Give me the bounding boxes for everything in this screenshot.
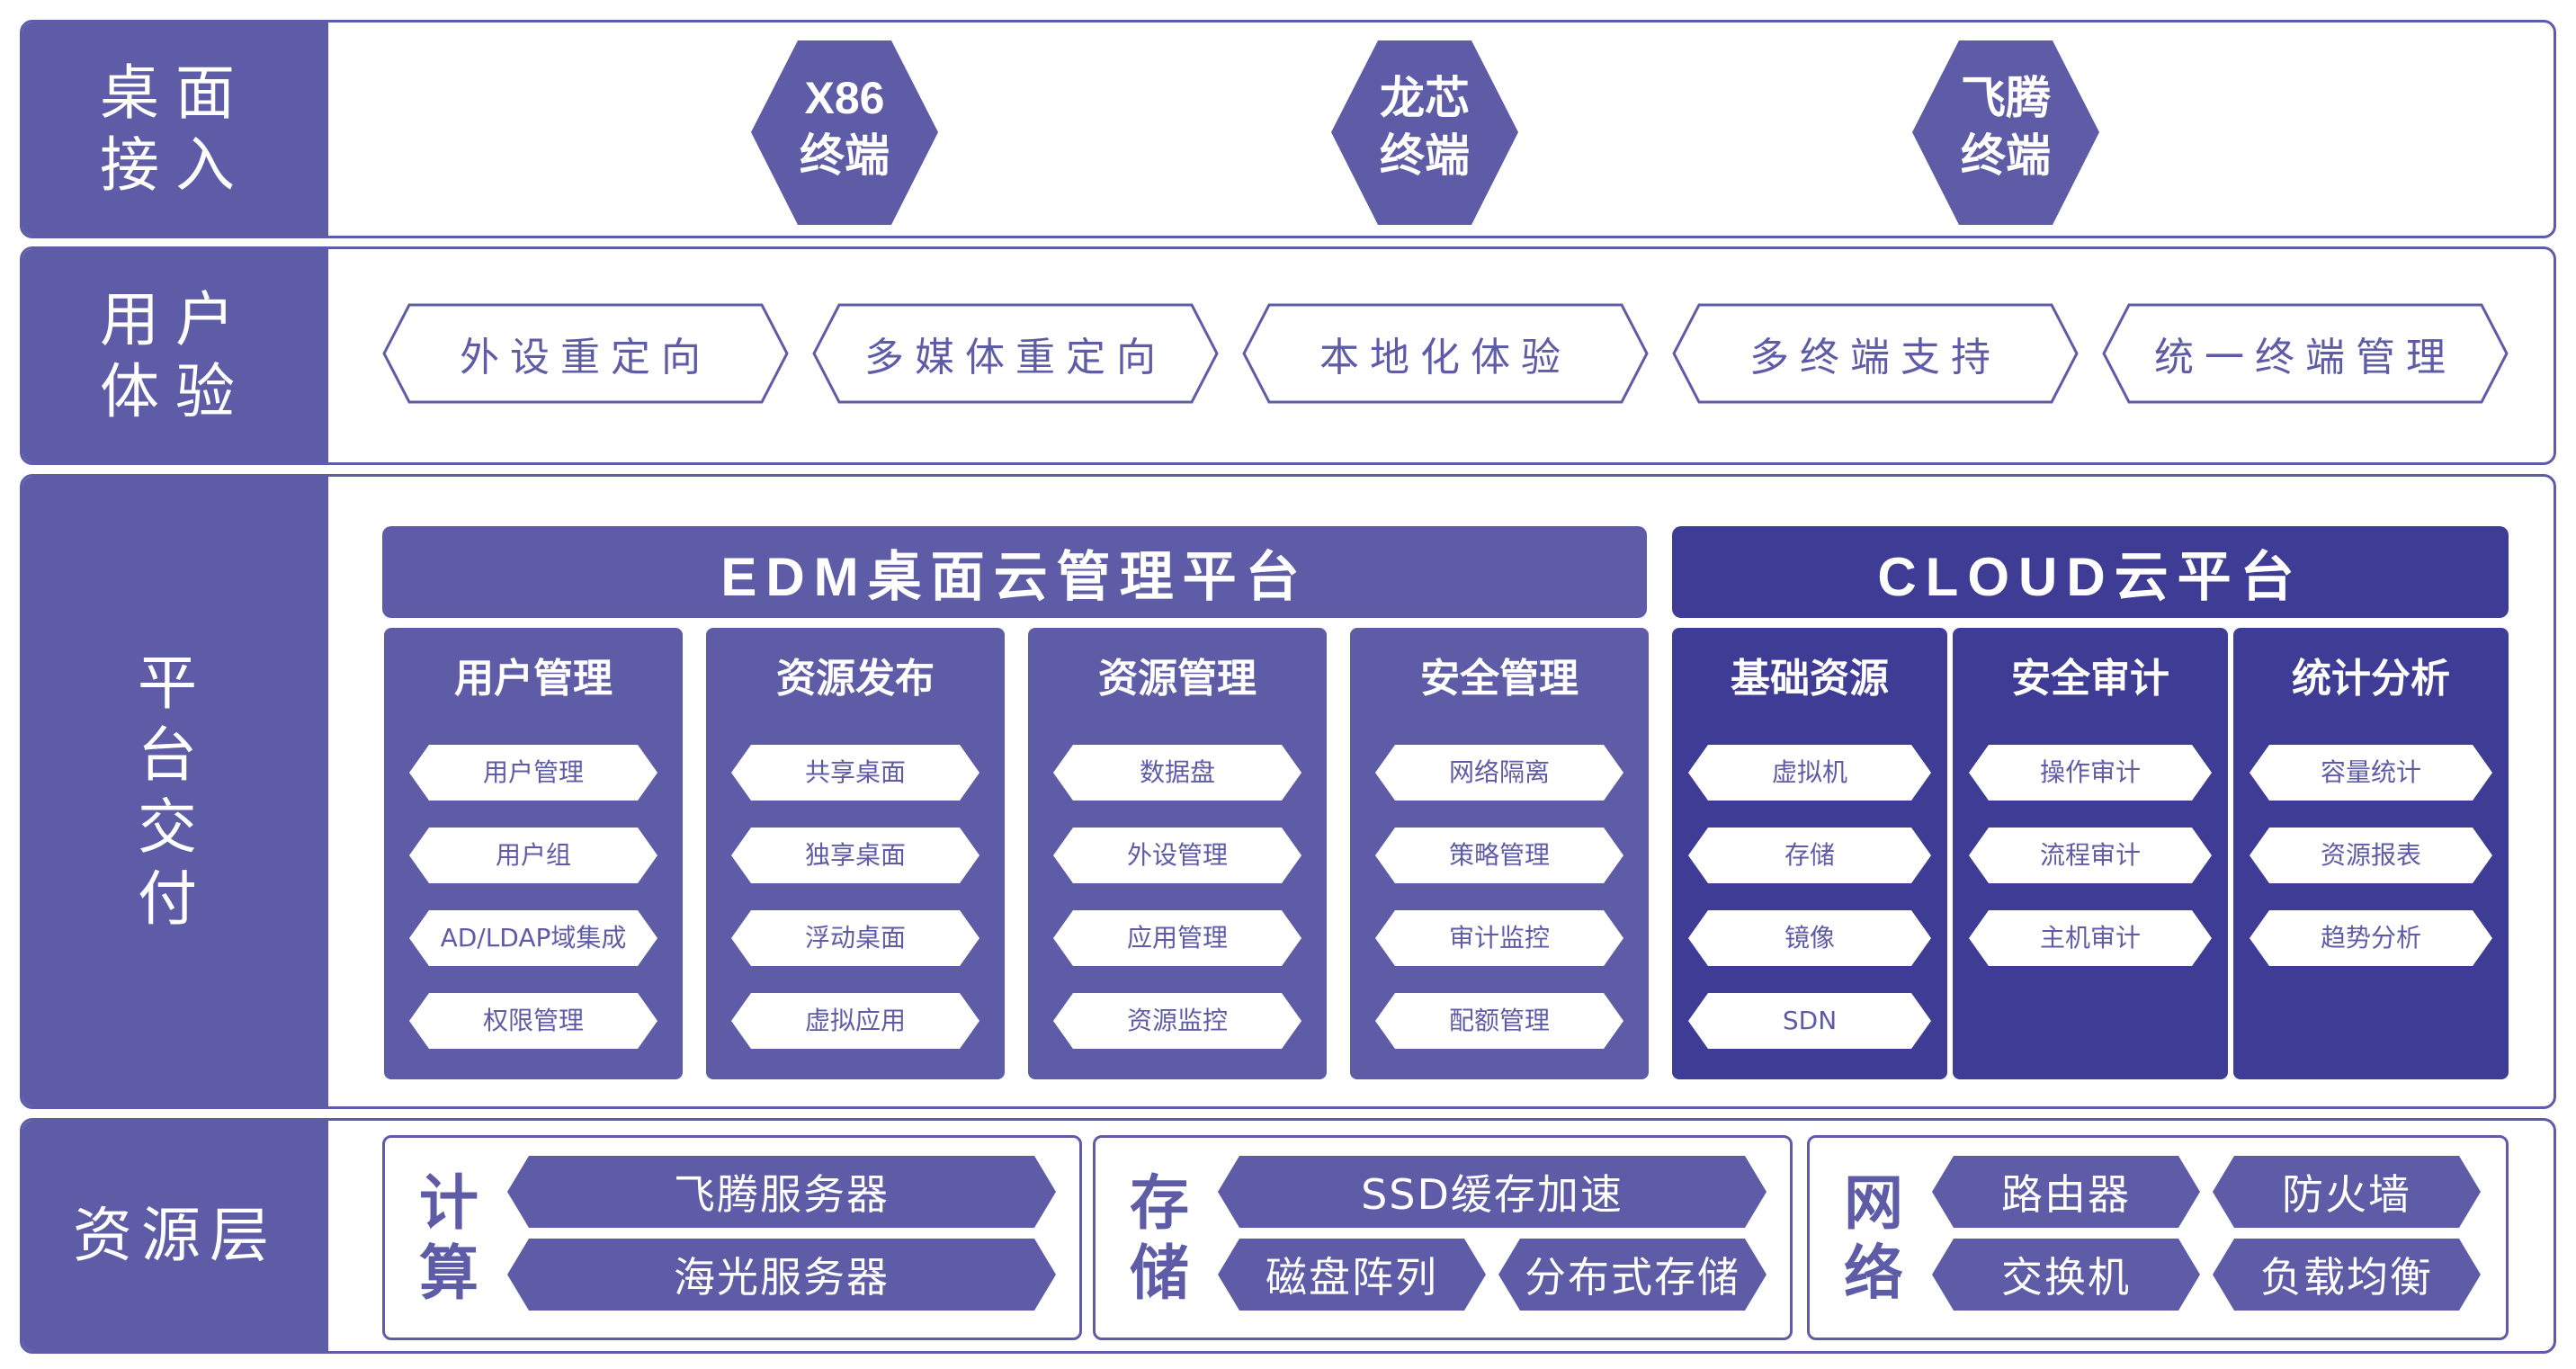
compute-item: 海光服务器 [507,1239,1056,1311]
cloud-column-security-audit: 安全审计 操作审计 流程审计 主机审计 [1953,628,2228,1079]
column-title: 安全审计 [2011,657,2169,701]
desktop-access-header: 桌面 接入 [22,22,328,236]
ux-item: 多媒体重定向 [812,303,1219,404]
feature-pill: 数据盘 [1053,745,1301,801]
resource-layer-header: 资源层 [22,1121,328,1351]
terminal-loongson: 龙芯 终端 [1331,40,1518,225]
feature-pill: 主机审计 [1969,910,2212,966]
ux-item-label: 本地化体验 [1319,335,1571,380]
resource-layer-title: 资源层 [73,1201,278,1270]
feature-pill: 虚拟应用 [731,993,979,1049]
feature-pill: 独享桌面 [731,828,979,883]
ux-item: 本地化体验 [1242,303,1649,404]
feature-pill: 应用管理 [1053,910,1301,966]
compute-label: 计 算 [419,1169,479,1306]
network-item: 交换机 [1932,1239,2200,1311]
platform-delivery-header: 平 台 交 付 [22,477,328,1106]
ux-item-label: 多终端支持 [1749,335,2001,380]
terminal-label: X86 终端 [800,73,890,181]
user-experience-header: 用户 体验 [22,249,328,462]
feature-pill: 趋势分析 [2250,910,2492,966]
feature-pill: 配额管理 [1375,993,1623,1049]
user-experience-title: 用户 体验 [100,284,251,426]
terminal-x86: X86 终端 [751,40,938,225]
feature-pill: 容量统计 [2250,745,2492,801]
network-item: 防火墙 [2213,1156,2481,1228]
feature-pill: 网络隔离 [1375,745,1623,801]
column-title: 基础资源 [1731,657,1889,701]
compute-item: 飞腾服务器 [507,1156,1056,1228]
feature-pill: 存储 [1688,828,1931,883]
feature-pill: 资源报表 [2250,828,2492,883]
feature-pill: 浮动桌面 [731,910,979,966]
feature-pill: 共享桌面 [731,745,979,801]
feature-pill: 用户组 [409,828,657,883]
edm-column-resource-publish: 资源发布 共享桌面 独享桌面 浮动桌面 虚拟应用 [706,628,1005,1079]
edm-column-resource-management: 资源管理 数据盘 外设管理 应用管理 资源监控 [1028,628,1327,1079]
ux-item: 多终端支持 [1672,303,2079,404]
storage-item: 磁盘阵列 [1218,1239,1486,1311]
edm-column-security-management: 安全管理 网络隔离 策略管理 审计监控 配额管理 [1350,628,1649,1079]
feature-pill: 用户管理 [409,745,657,801]
desktop-access-title: 桌面 接入 [100,58,251,200]
platform-delivery-title: 平 台 交 付 [138,649,213,934]
column-title: 用户管理 [454,657,613,701]
cloud-platform-title: CLOUD云平台 [1877,546,2303,607]
edm-column-user-management: 用户管理 用户管理 用户组 AD/LDAP域集成 权限管理 [384,628,683,1079]
desktop-access-row: 桌面 接入 X86 终端 龙芯 终端 飞腾 终端 [20,20,2556,238]
column-title: 资源发布 [776,657,935,701]
column-title: 安全管理 [1420,657,1579,701]
feature-pill: AD/LDAP域集成 [409,910,657,966]
network-item: 路由器 [1932,1156,2200,1228]
feature-pill: SDN [1688,993,1931,1049]
terminal-phytium: 飞腾 终端 [1912,40,2099,225]
feature-pill: 流程审计 [1969,828,2212,883]
user-experience-row: 用户 体验 外设重定向 多媒体重定向 本地化体验 多终端支持 统一终端管理 [20,246,2556,465]
feature-pill: 虚拟机 [1688,745,1931,801]
ux-item: 外设重定向 [382,303,789,404]
storage-item: SSD缓存加速 [1218,1156,1767,1228]
network-label: 网 络 [1844,1169,1903,1306]
feature-pill: 策略管理 [1375,828,1623,883]
cloud-column-base-resources: 基础资源 虚拟机 存储 镜像 SDN [1672,628,1947,1079]
network-item: 负载均衡 [2213,1239,2481,1311]
terminal-label: 飞腾 终端 [1961,73,2051,181]
feature-pill: 权限管理 [409,993,657,1049]
feature-pill: 镜像 [1688,910,1931,966]
ux-item-label: 多媒体重定向 [864,335,1167,380]
column-title: 统计分析 [2292,657,2450,701]
ux-item-label: 外设重定向 [460,335,711,380]
network-group: 网 络 路由器 防火墙 交换机 负载均衡 [1807,1135,2509,1340]
feature-pill: 外设管理 [1053,828,1301,883]
column-title: 资源管理 [1098,657,1257,701]
storage-item: 分布式存储 [1498,1239,1767,1311]
ux-item-label: 统一终端管理 [2154,335,2456,380]
edm-platform-title: EDM桌面云管理平台 [720,546,1309,607]
platform-delivery-row: 平 台 交 付 EDM桌面云管理平台 CLOUD云平台 用户管理 用户管理 用户… [20,474,2556,1109]
feature-pill: 操作审计 [1969,745,2212,801]
storage-group: 存 储 SSD缓存加速 磁盘阵列 分布式存储 [1093,1135,1793,1340]
cloud-platform-banner: CLOUD云平台 [1672,526,2509,618]
edm-platform-banner: EDM桌面云管理平台 [382,526,1647,618]
resource-layer-row: 资源层 计 算 飞腾服务器 海光服务器 存 储 SSD缓存加速 磁盘阵列 分布式… [20,1118,2556,1354]
feature-pill: 审计监控 [1375,910,1623,966]
ux-item: 统一终端管理 [2102,303,2509,404]
terminal-label: 龙芯 终端 [1380,73,1470,181]
cloud-column-statistics: 统计分析 容量统计 资源报表 趋势分析 [2233,628,2509,1079]
feature-pill: 资源监控 [1053,993,1301,1049]
compute-group: 计 算 飞腾服务器 海光服务器 [382,1135,1082,1340]
storage-label: 存 储 [1130,1169,1189,1306]
